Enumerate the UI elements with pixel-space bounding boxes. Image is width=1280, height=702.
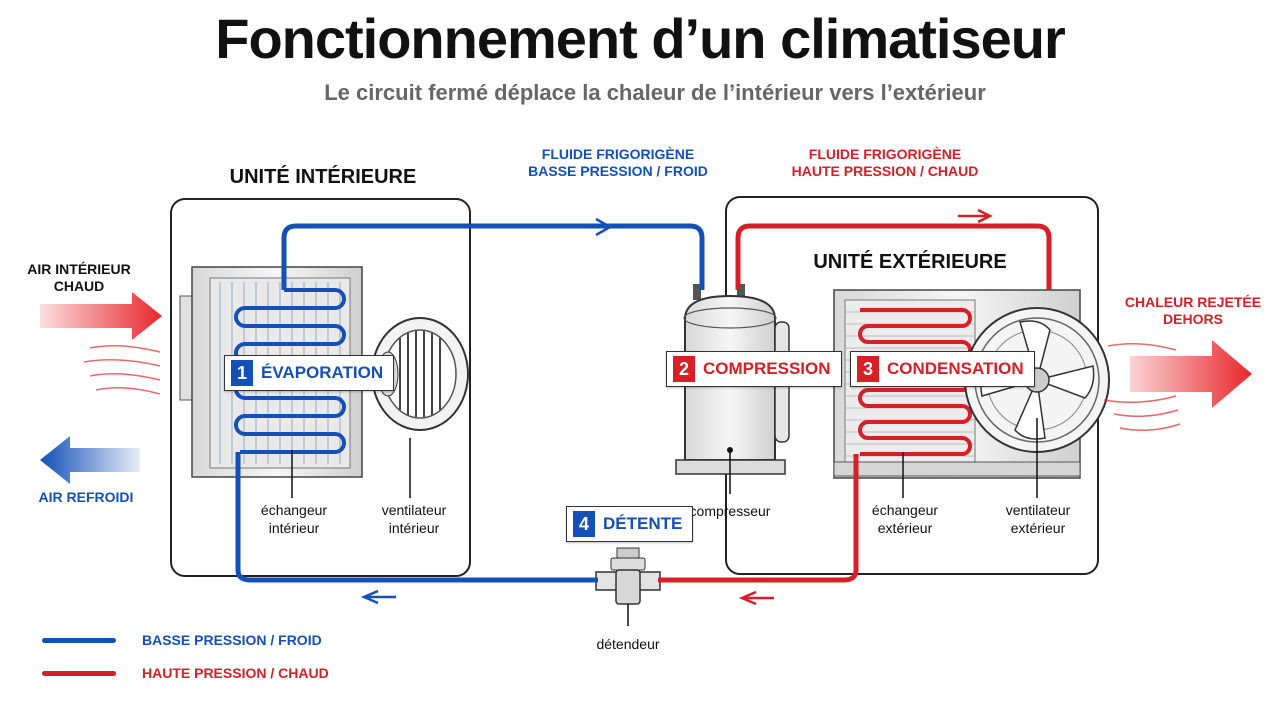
flow-label-high: FLUIDE FRIGORIGÈNE HAUTE PRESSION / CHAU… xyxy=(791,146,979,179)
heat-out-waves xyxy=(1103,343,1181,431)
step-label: COMPRESSION xyxy=(703,359,831,378)
compressor-label: compresseur xyxy=(689,503,771,519)
step-compression: 2 COMPRESSION xyxy=(666,351,842,387)
indoor-fan-label: ventilateur intérieur xyxy=(381,502,447,536)
flow-arrow-top-blue xyxy=(568,217,613,237)
legend-swatch-red xyxy=(42,670,116,676)
legend-label: BASSE PRESSION / FROID xyxy=(142,632,322,648)
step-detente: 4 DÉTENTE xyxy=(566,506,694,542)
step-evaporation: 1 ÉVAPORATION xyxy=(224,355,395,391)
legend-label: HAUTE PRESSION / CHAUD xyxy=(142,665,329,681)
step-number: 3 xyxy=(857,356,879,382)
flow-arrow-top-red xyxy=(958,208,993,224)
outdoor-exchanger-label: échangeur extérieur xyxy=(871,502,939,536)
flow-label-low: FLUIDE FRIGORIGÈNE BASSE PRESSION / FROI… xyxy=(528,146,708,179)
step-label: ÉVAPORATION xyxy=(261,363,384,382)
step-number: 2 xyxy=(673,356,695,382)
indoor-unit-title: UNITÉ INTÉRIEURE xyxy=(229,166,417,188)
flow-arrow-bottom-blue xyxy=(360,589,396,605)
page-subtitle: Le circuit fermé déplace la chaleur de l… xyxy=(324,80,986,105)
expansion-valve-label: détendeur xyxy=(596,636,660,652)
heat-out-label: CHALEUR REJETÉE DEHORS xyxy=(1124,294,1262,327)
indoor-unit-frame xyxy=(170,198,471,577)
cooled-air-arrow xyxy=(40,436,140,484)
flow-arrow-bottom-red xyxy=(738,590,774,606)
compressor xyxy=(675,284,790,494)
expansion-valve xyxy=(595,547,661,626)
step-label: DÉTENTE xyxy=(603,514,683,533)
outdoor-fan-label: ventilateur extérieur xyxy=(1005,502,1071,536)
heat-out-arrow xyxy=(1130,340,1252,408)
step-condensation: 3 CONDENSATION xyxy=(850,351,1035,387)
cooled-air-label: AIR REFROIDI xyxy=(38,489,134,505)
step-number: 1 xyxy=(231,360,253,386)
step-number: 4 xyxy=(573,511,595,537)
step-label: CONDENSATION xyxy=(887,359,1024,378)
high-pressure-pipe xyxy=(658,223,1052,583)
legend-swatch-blue xyxy=(42,637,116,643)
page-title: Fonctionnement d’un climatiseur xyxy=(215,7,1066,70)
warm-air-label: AIR INTÉRIEUR CHAUD xyxy=(27,261,131,294)
legend-high-pressure: HAUTE PRESSION / CHAUD xyxy=(42,665,329,681)
low-pressure-pipe xyxy=(235,223,705,583)
indoor-exchanger-label: échangeur intérieur xyxy=(260,502,328,536)
legend-low-pressure: BASSE PRESSION / FROID xyxy=(42,632,322,648)
warm-air-arrow xyxy=(40,292,162,340)
warm-air-waves xyxy=(83,345,161,395)
outdoor-unit-title: UNITÉ EXTÉRIEURE xyxy=(813,251,1007,273)
